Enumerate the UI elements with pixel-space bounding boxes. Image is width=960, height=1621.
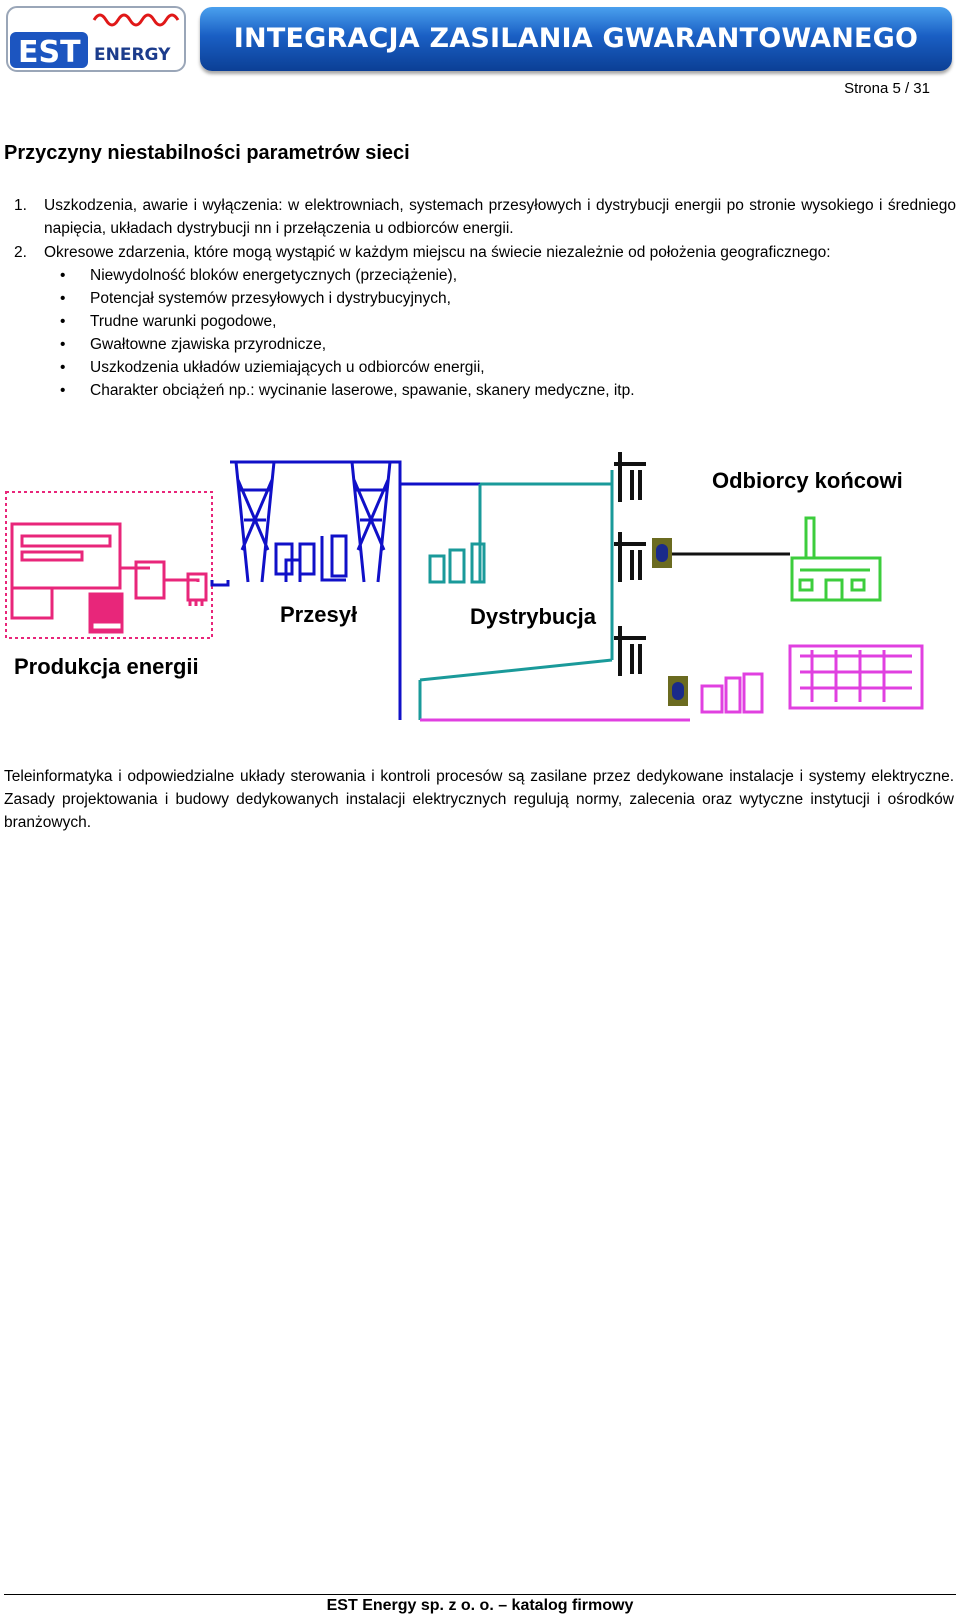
label-distribution: Dystrybucja [470, 604, 597, 629]
list-item: 1. Uszkodzenia, awarie i wyłączenia: w e… [14, 194, 956, 240]
company-logo: EST ENERGY [6, 6, 186, 72]
logo-text-main: EST [18, 35, 81, 70]
list-item-text: Uszkodzenia, awarie i wyłączenia: w elek… [44, 197, 956, 237]
list-item-number: 1. [14, 197, 27, 214]
label-transmission: Przesył [280, 602, 357, 627]
energy-meter-icon [652, 538, 688, 706]
utility-pole-icon [614, 452, 646, 676]
distribution-network-icon [418, 470, 614, 720]
list-item-text: Okresowe zdarzenia, które mogą wystąpić … [44, 244, 831, 261]
bullet-item: Gwałtowne zjawiska przyrodnicze, [60, 333, 940, 356]
header-banner: INTEGRACJA ZASILANIA GWARANTOWANEGO [200, 7, 952, 71]
list-item: 2. Okresowe zdarzenia, które mogą wystąp… [14, 241, 956, 264]
bullet-item: Uszkodzenia układów uziemiających u odbi… [60, 356, 940, 379]
bullet-item: Charakter obciążeń np.: wycinanie lasero… [60, 379, 940, 402]
closing-paragraph: Teleinformatyka i odpowiedzialne układy … [4, 768, 954, 831]
transmission-tower-icon [210, 460, 480, 720]
bullet-item: Potencjał systemów przesyłowych i dystry… [60, 287, 940, 310]
power-plant-icon [5, 491, 213, 639]
label-production: Produkcja energii [14, 654, 199, 679]
power-grid-diagram: Odbiorcy końcowi Przesył Dystrybucja Pro… [0, 440, 960, 750]
factory-icon [790, 516, 882, 602]
footer-text: EST Energy sp. z o. o. – katalog firmowy [326, 1597, 634, 1614]
bullet-list: Niewydolność bloków energetycznych (prze… [60, 264, 940, 402]
label-consumers: Odbiorcy końcowi [712, 468, 903, 493]
bullet-item: Trudne warunki pogodowe, [60, 310, 940, 333]
logo-text-sub: ENERGY [94, 45, 171, 65]
office-building-icon [420, 644, 924, 722]
footer-divider [4, 1594, 956, 1595]
section-title: Przyczyny niestabilności parametrów siec… [4, 142, 410, 164]
list-item-number: 2. [14, 244, 27, 261]
bullet-item: Niewydolność bloków energetycznych (prze… [60, 264, 940, 287]
page-number: Strona 5 / 31 [844, 80, 930, 97]
document-title: INTEGRACJA ZASILANIA GWARANTOWANEGO [233, 23, 919, 54]
